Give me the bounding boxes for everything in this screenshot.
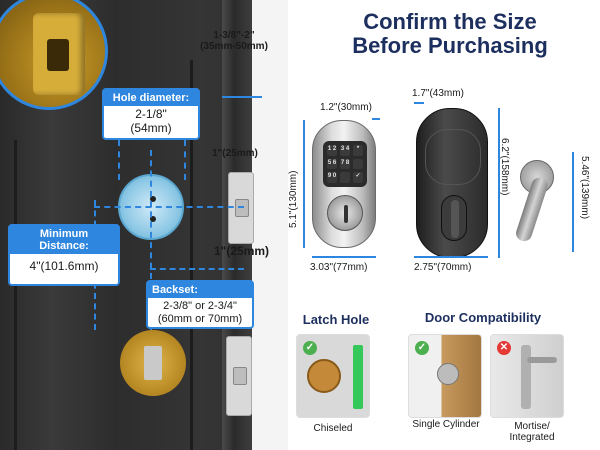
dim-line <box>572 152 574 252</box>
latch-hole-image <box>307 359 341 393</box>
backset-header: Backset: <box>148 282 252 298</box>
strike-hole <box>47 39 69 71</box>
latch-bolt <box>235 199 249 217</box>
lever-handle <box>513 175 550 244</box>
door-photo <box>0 0 288 450</box>
back-width-dimension: 2.75"(70mm) <box>414 262 472 273</box>
lever-height-dimension: 5.46"(139mm) <box>579 156 590 220</box>
guide-line <box>184 140 186 180</box>
dim-line <box>414 256 488 258</box>
guide-line <box>118 140 120 180</box>
edge-width-side-label: 1"(25mm) <box>214 244 270 258</box>
latch-bore-circle <box>120 330 186 396</box>
keypad-key: 5 6 <box>327 158 337 170</box>
keypad-key: ✓ <box>353 172 363 183</box>
page-title: Confirm the Size Before Purchasing <box>300 9 600 59</box>
dim-line <box>372 118 380 120</box>
battery-cover <box>425 129 481 185</box>
latch-hole-photo: ✓ <box>296 334 370 418</box>
hole-diameter-box: Hole diameter: 2-1/8" (54mm) <box>102 88 200 140</box>
minimum-distance-box: Minimum Distance: 4"(101.6mm) <box>8 224 120 286</box>
backset-box: Backset: 2-3/8" or 2-3/4" (60mm or 70mm) <box>146 280 254 330</box>
dim-line <box>414 102 424 104</box>
minimum-distance-value: 4"(101.6mm) <box>29 259 99 273</box>
door-face <box>252 0 288 450</box>
keypad-key <box>340 172 350 183</box>
keypad: 1 2 3 4 * 5 6 7 8 9 0 ✓ <box>323 141 367 187</box>
dim-line <box>303 120 305 248</box>
thumb-turn <box>441 195 467 241</box>
thumb-turn-back <box>416 108 488 258</box>
edge-strike-plate <box>226 336 252 416</box>
mortise-plate <box>521 345 531 409</box>
strike-zoom-circle <box>0 0 108 110</box>
door-thickness-mm: (35mm-50mm) <box>200 41 268 52</box>
door-panel-groove <box>14 140 17 450</box>
single-cylinder-caption: Single Cylinder <box>412 419 480 430</box>
hole-diameter-mm: (54mm) <box>130 120 172 135</box>
latch-caption: Chiseled <box>313 423 353 434</box>
deadbolt <box>233 367 247 385</box>
front-top-dimension: 1.2"(30mm) <box>320 102 372 113</box>
chisel-indicator <box>353 345 363 409</box>
guide-line <box>150 150 152 330</box>
latch-hole-title: Latch Hole <box>302 312 370 327</box>
door-thickness-line <box>222 96 262 98</box>
check-icon: ✓ <box>303 341 317 355</box>
door-compatibility-title: Door Compatibility <box>424 310 542 325</box>
keypad-key: 7 8 <box>340 158 350 170</box>
cross-icon: ✕ <box>497 341 511 355</box>
back-height-dimension: 6.2"(158mm) <box>499 138 510 196</box>
keypad-lock-front: 1 2 3 4 * 5 6 7 8 9 0 ✓ <box>312 120 376 248</box>
single-cylinder-photo: ✓ <box>408 334 482 418</box>
door-thickness-in: 1-3/8"-2" <box>213 30 255 41</box>
key-cylinder <box>327 195 363 231</box>
dim-line <box>312 256 376 258</box>
keypad-key: 3 4 <box>340 145 350 156</box>
knob-image <box>437 363 459 385</box>
keypad-key <box>353 158 363 170</box>
edge-width-top-label: 1"(25mm) <box>212 148 258 159</box>
guide-line <box>94 206 244 208</box>
dim-line <box>498 108 500 258</box>
mortise-caption: Mortise/ Integrated <box>490 421 574 443</box>
screw-hole <box>150 216 156 222</box>
back-top-dimension: 1.7"(43mm) <box>412 88 464 99</box>
mortise-caption-line-2: Integrated <box>509 431 555 443</box>
screw-hole <box>150 196 156 202</box>
latch-plate <box>144 346 162 380</box>
backset-mm: (60mm or 70mm) <box>157 312 243 325</box>
title-line-2: Before Purchasing <box>352 33 548 59</box>
backset-value: 2-3/8" or 2-3/4" (60mm or 70mm) <box>148 298 252 327</box>
door-thickness-label: 1-3/8"-2" (35mm-50mm) <box>194 30 274 52</box>
mortise-caption-line-1: Mortise/ <box>514 421 550 432</box>
front-height-dimension: 5.1"(130mm) <box>288 170 299 228</box>
door-panel-groove <box>190 60 193 450</box>
check-icon: ✓ <box>415 341 429 355</box>
keypad-key: 9 0 <box>327 172 337 183</box>
mortise-lever <box>527 357 557 363</box>
keypad-key: * <box>353 145 363 156</box>
title-line-1: Confirm the Size <box>363 9 537 34</box>
keypad-key: 1 2 <box>327 145 337 156</box>
hole-diameter-header: Hole diameter: <box>104 90 198 106</box>
hole-diameter-value: 2-1/8" (54mm) <box>104 106 198 138</box>
edge-latch-plate <box>228 172 254 244</box>
guide-line <box>150 268 244 270</box>
minimum-distance-header: Minimum Distance: <box>10 226 118 254</box>
mortise-photo: ✕ <box>490 334 564 418</box>
front-width-dimension: 3.03"(77mm) <box>310 262 368 273</box>
hole-diameter-in: 2-1/8" <box>135 107 167 121</box>
backset-in: 2-3/8" or 2-3/4" <box>163 300 237 312</box>
